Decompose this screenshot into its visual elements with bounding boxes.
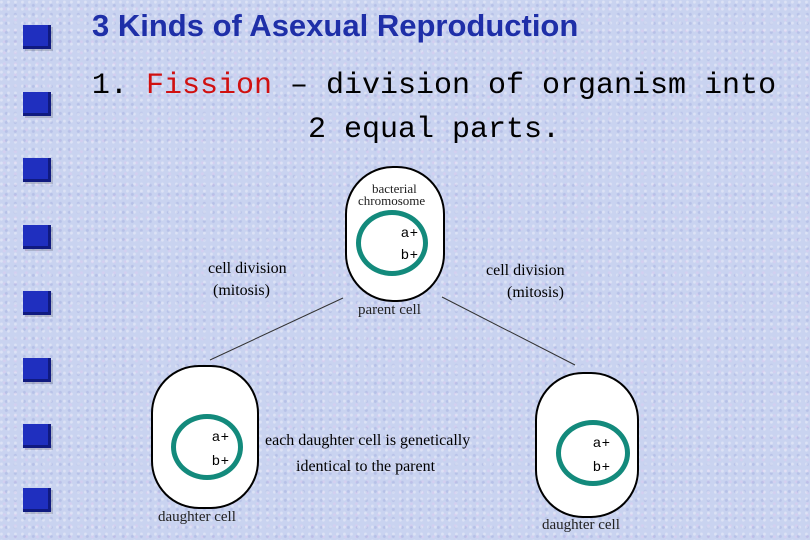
bullet-square	[23, 25, 51, 49]
fission-term: Fission	[145, 69, 272, 103]
right-division-line	[441, 296, 576, 366]
bullet-square	[23, 358, 51, 382]
right-division-label-1: cell division	[486, 262, 565, 279]
chromosome-label-1: bacterial	[372, 181, 417, 196]
slide-title: 3 Kinds of Asexual Reproduction	[92, 8, 579, 43]
chromosome-label-2: chromosome	[358, 193, 426, 208]
parent-cell-label: parent cell	[358, 302, 421, 318]
left-daughter-chromosome	[171, 414, 243, 480]
right-division-label-2: (mitosis)	[507, 284, 564, 301]
right-daughter-label: daughter cell	[542, 517, 620, 533]
definition-text-line1: – division of organism into	[271, 69, 777, 103]
bullet-square	[23, 424, 51, 448]
parent-gene-b: b+	[401, 246, 419, 262]
right-gene-a: a+	[593, 434, 611, 450]
identical-note-line1: each daughter cell is genetically	[265, 432, 471, 449]
bullet-square	[23, 225, 51, 249]
left-division-line	[209, 297, 344, 361]
parent-chromosome	[356, 210, 428, 276]
left-gene-a: a+	[212, 428, 230, 444]
parent-cell	[345, 166, 445, 302]
identical-note-line2: identical to the parent	[296, 458, 436, 475]
left-gene-b: b+	[212, 452, 230, 468]
right-gene-b: b+	[593, 458, 611, 474]
parent-gene-a: a+	[401, 224, 419, 240]
bullet-square	[23, 291, 51, 315]
bullet-square	[23, 158, 51, 182]
left-division-label-1: cell division	[208, 260, 287, 277]
definition-number: 1.	[91, 69, 128, 103]
bullet-square	[23, 92, 51, 116]
right-daughter-chromosome	[556, 420, 630, 486]
fission-definition: 1. Fission – division of organism into 2…	[78, 64, 790, 152]
bullet-square	[23, 488, 51, 512]
left-division-label-2: (mitosis)	[213, 282, 270, 299]
left-daughter-label: daughter cell	[158, 509, 236, 525]
definition-text-line2: 2 equal parts.	[307, 113, 561, 147]
